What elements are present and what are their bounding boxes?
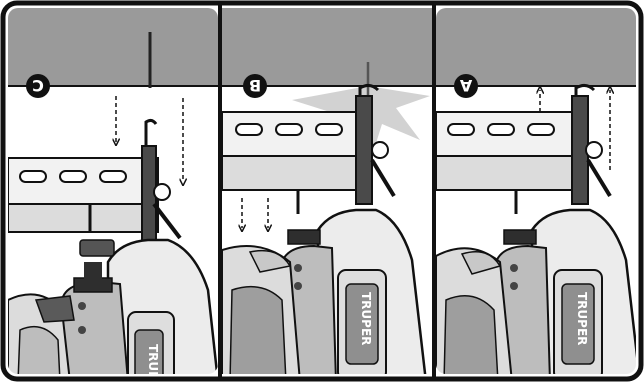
brand-plate bbox=[134, 329, 164, 374]
step-badge-a: A bbox=[454, 74, 478, 98]
step-badge-label: C bbox=[32, 76, 44, 95]
step-badge-label: B bbox=[249, 76, 261, 95]
wall-surface bbox=[8, 8, 218, 86]
step-badge-label: A bbox=[459, 76, 472, 95]
step-badge-b: B bbox=[243, 74, 267, 98]
brand-label: TRUPER bbox=[146, 344, 160, 382]
brand-label: TRUPER bbox=[359, 292, 373, 345]
wall-surface bbox=[222, 8, 432, 86]
panel-a: TRUPER bbox=[436, 8, 636, 374]
panel-b: TRUPER bbox=[222, 8, 432, 374]
step-badge-c: C bbox=[26, 74, 50, 98]
brand-plate bbox=[561, 283, 595, 365]
brand-plate bbox=[345, 283, 379, 365]
panel-c: TRUPER bbox=[8, 8, 218, 382]
brand-label: TRUPER bbox=[575, 292, 589, 345]
wall-surface bbox=[436, 8, 636, 86]
